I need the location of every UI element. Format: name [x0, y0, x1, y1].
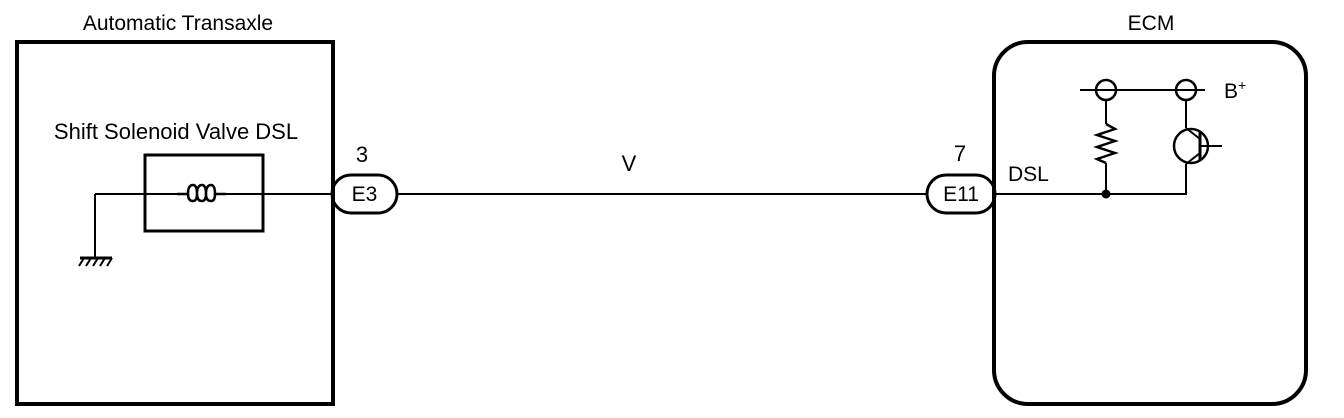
- pullup-resistor-icon: [1093, 122, 1119, 165]
- connector-e3-id: E3: [352, 183, 378, 206]
- ecm-title: ECM: [1128, 12, 1175, 35]
- connector-e11-pin: 7: [954, 141, 966, 166]
- ground-symbol-icon: [78, 256, 113, 267]
- ecm-box: [992, 40, 1308, 406]
- shift-solenoid-valve-label: Shift Solenoid Valve DSL: [54, 119, 298, 144]
- junction-dot-icon: [1101, 189, 1111, 199]
- connector-e11-id: E11: [943, 183, 979, 206]
- connector-e3-pin: 3: [356, 142, 368, 167]
- wire-color-label: V: [622, 151, 637, 176]
- dsl-terminal-label: DSL: [1008, 163, 1049, 186]
- transistor-icon: [1172, 127, 1222, 165]
- supply-label: B+: [1224, 77, 1246, 103]
- automatic-transaxle-title: Automatic Transaxle: [83, 12, 273, 35]
- solenoid-coil-icon: [177, 183, 226, 203]
- automatic-transaxle-box: [15, 40, 335, 406]
